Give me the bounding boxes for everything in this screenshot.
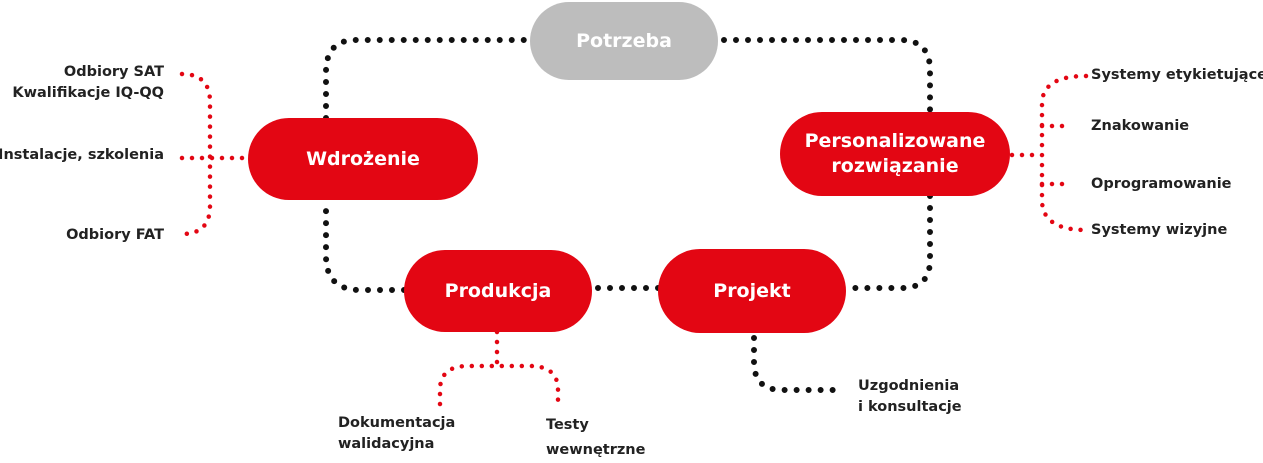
label-odbiory-fat: Odbiory FAT [66, 227, 164, 243]
label-oprogramowanie: Oprogramowanie [1091, 176, 1232, 192]
connector-potrzeba-personalizowane [721, 37, 933, 113]
branch-personalizowane-tree [1039, 73, 1089, 233]
node-produkcja: Produkcja [404, 250, 592, 332]
label-systemy-etykietujace: Systemy etykietujące [1091, 67, 1263, 83]
node-potrzeba-label: Potrzeba [576, 29, 672, 52]
connector-personalizowane-projekt [847, 193, 933, 291]
node-projekt: Projekt [658, 249, 846, 333]
label-odbiory-sat: Odbiory SAT [63, 64, 164, 80]
connector-wdrozenie-potrzeba [323, 37, 531, 121]
node-wdrozenie-label: Wdrożenie [306, 147, 420, 170]
node-personalizowane-rozwiazanie: Personalizowane rozwiązanie [780, 112, 1010, 196]
label-znakowanie: Znakowanie [1091, 118, 1190, 134]
node-personalizowane-label-line1: Personalizowane [804, 130, 986, 152]
label-testy-wewnetrzne: Testy wewnętrzne [546, 417, 646, 458]
node-personalizowane-label-line2: rozwiązanie [831, 155, 959, 177]
node-projekt-label: Projekt [713, 279, 791, 302]
label-kwalifikacje-iq-qq: Kwalifikacje IQ-QQ [12, 85, 164, 101]
label-odbiory-sat-kwalifikacje: Odbiory SAT Kwalifikacje IQ-QQ [12, 62, 164, 104]
label-instalacje-szkolenia: Instalacje, szkolenia [0, 147, 164, 163]
label-systemy-wizyjne: Systemy wizyjne [1091, 222, 1228, 238]
label-uzgodnienia-konsultacje: Uzgodnienia i konsultacje [858, 378, 962, 415]
label-dokumentacja-walidacyjna: Dokumentacja walidacyjna [338, 415, 456, 452]
connector-projekt-uzgodnienia [751, 335, 845, 393]
node-potrzeba: Potrzeba [530, 2, 718, 80]
branch-wdrozenie-tree [179, 71, 213, 237]
connector-produkcja-wdrozenie [323, 197, 407, 293]
node-wdrozenie: Wdrożenie [248, 118, 478, 200]
node-produkcja-label: Produkcja [444, 279, 552, 302]
branch-produkcja-tree [437, 329, 561, 407]
